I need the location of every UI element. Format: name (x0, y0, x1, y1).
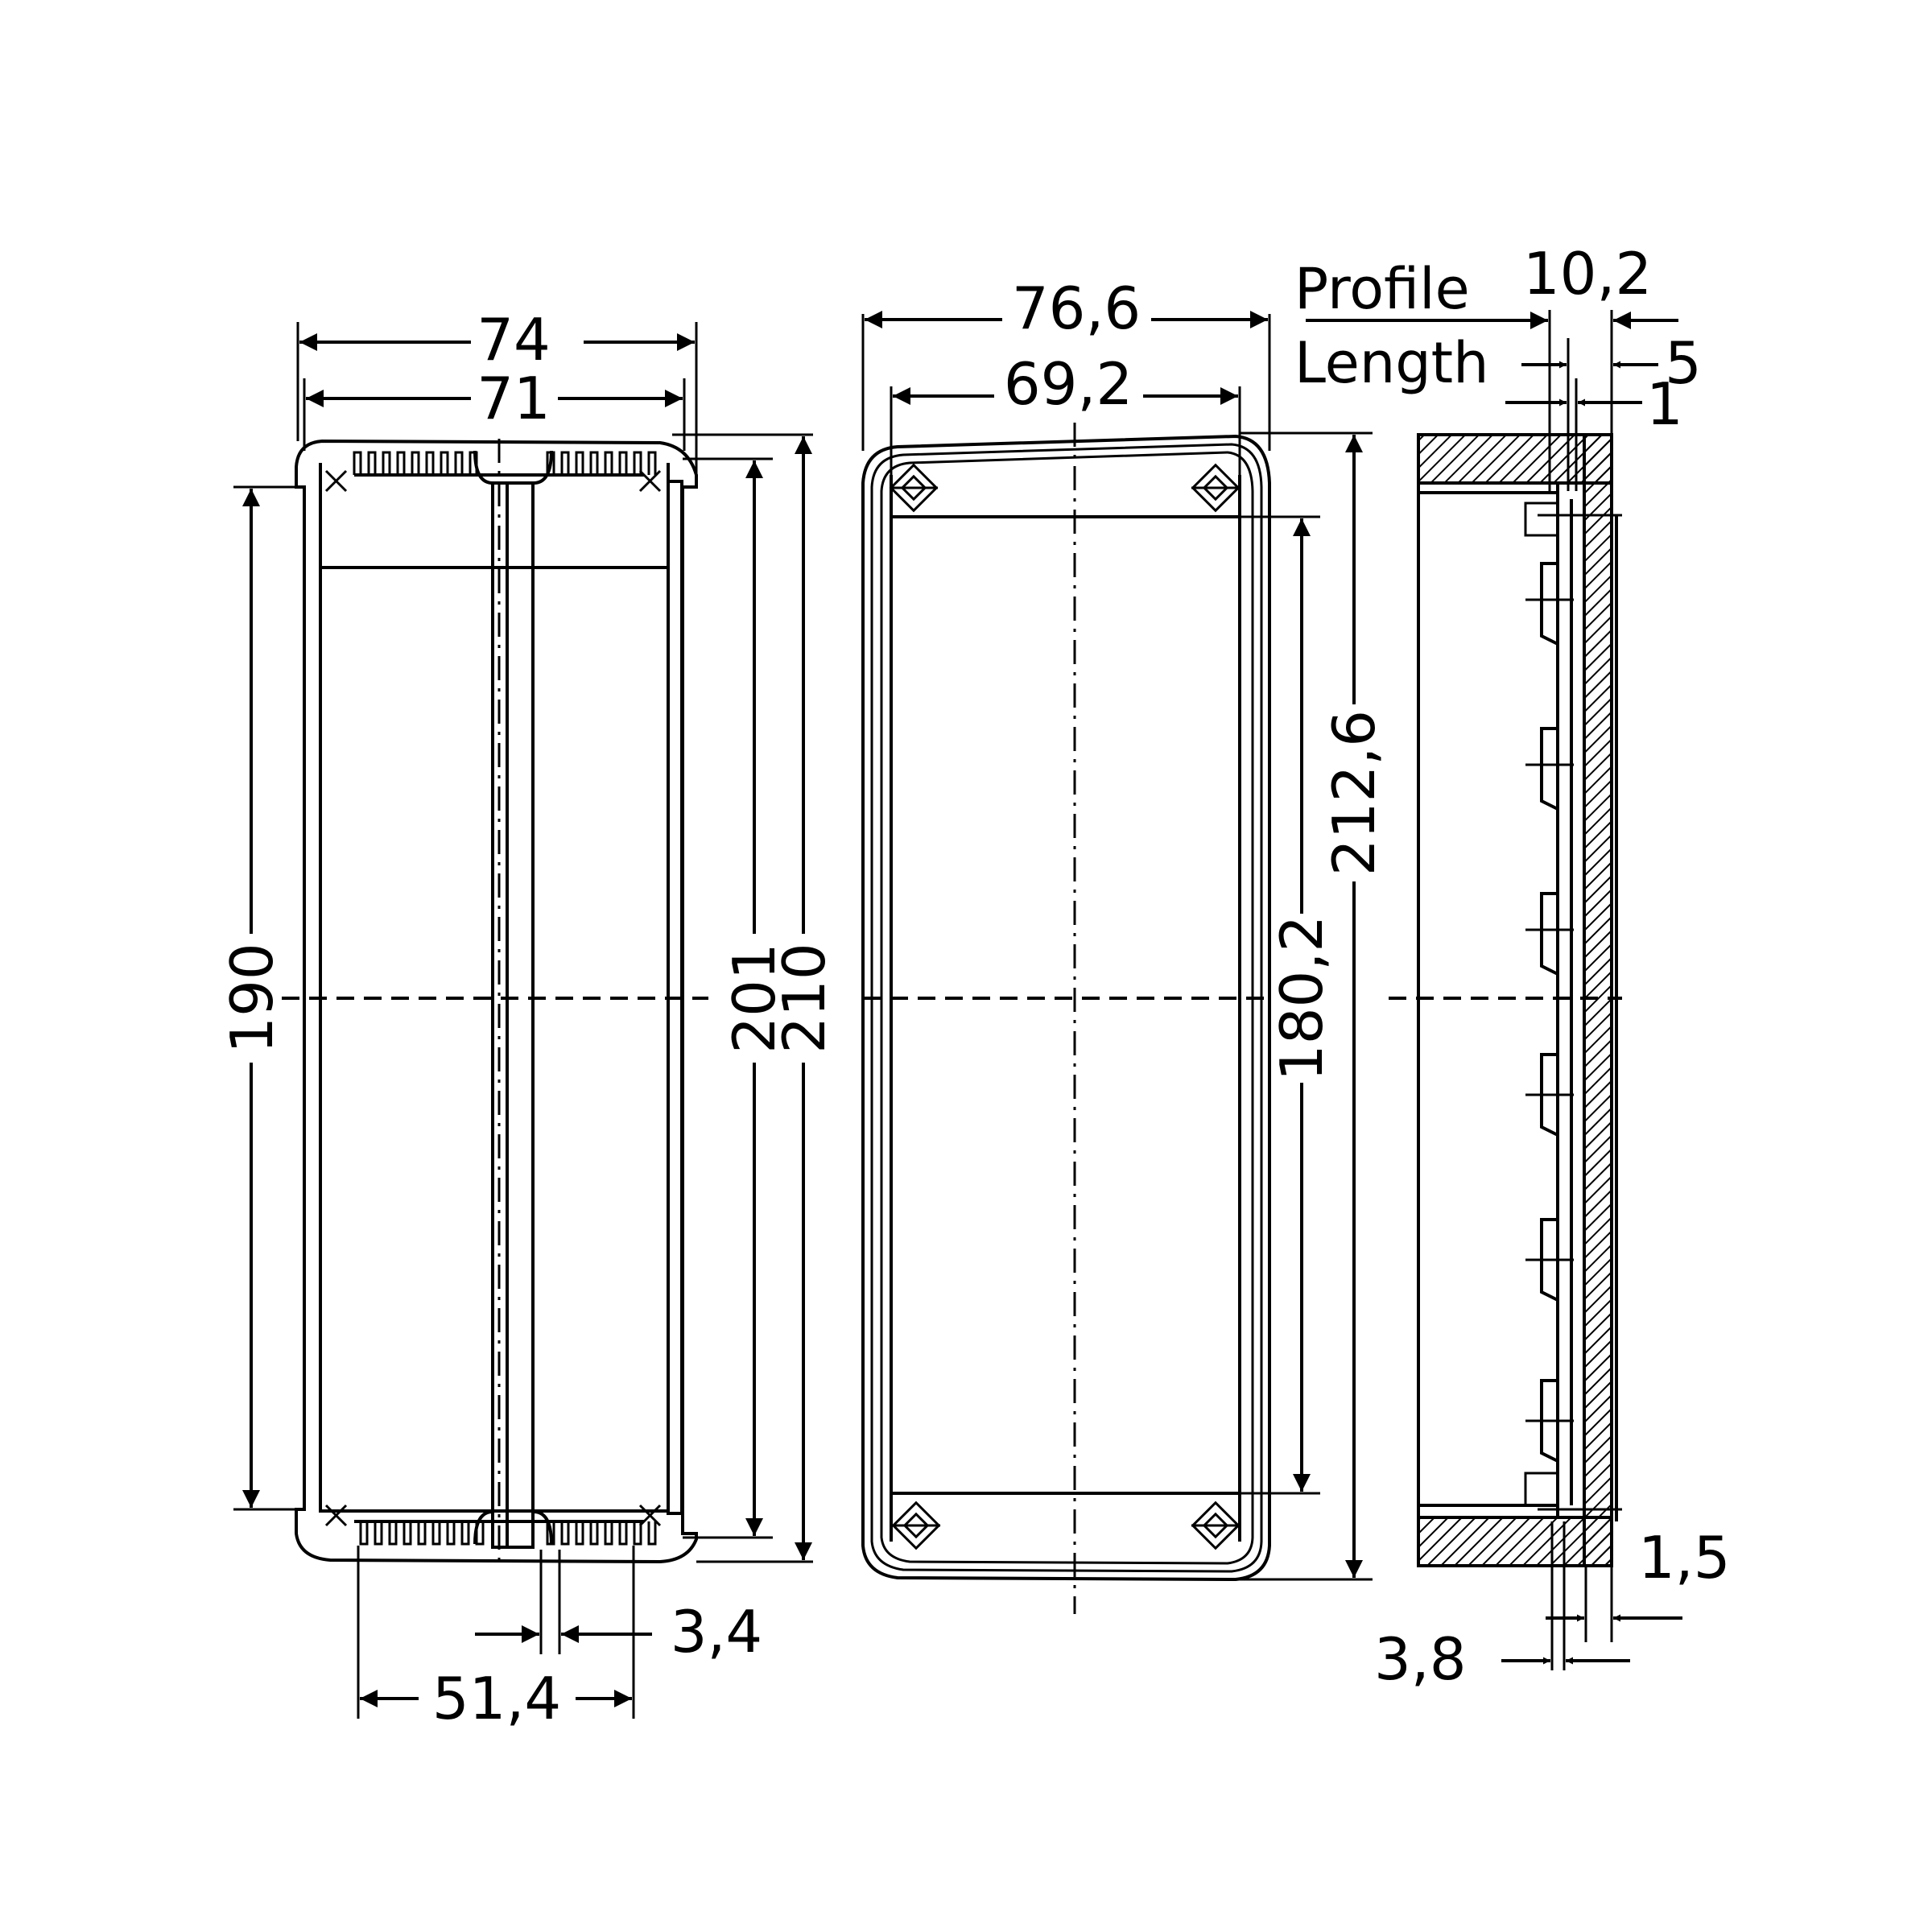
label-length: Length (1294, 330, 1488, 396)
lid-screw-br (1191, 1501, 1241, 1550)
dim-width-51-4: 51,4 (432, 1665, 561, 1732)
profile-view: Profile Length 10,2 5 1 1,5 3,8 (1294, 240, 1731, 1693)
dim-width-74: 74 (477, 306, 551, 374)
dim-profile-5: 5 (1665, 329, 1702, 397)
dim-height-210: 210 (770, 943, 838, 1053)
lid-inner-outline-2 (880, 451, 1254, 1565)
screw-mark-tr (638, 469, 662, 493)
dim-profile-1-5: 1,5 (1638, 1524, 1731, 1591)
center-rib (491, 481, 535, 1549)
dim-height-180-2: 180,2 (1268, 915, 1335, 1081)
dim-profile-1: 1 (1646, 370, 1683, 438)
lid-outer-outline (861, 434, 1271, 1582)
dim-height-190: 190 (218, 943, 286, 1053)
lid-screw-tl (889, 463, 939, 513)
dim-height-201: 201 (720, 943, 788, 1053)
dim-height-212-6: 212,6 (1320, 710, 1388, 876)
dim-width-69-2: 69,2 (1004, 350, 1133, 418)
housing-outline (295, 439, 698, 1564)
lid-screw-bl (891, 1501, 941, 1550)
front-view: 74 71 190 201 210 3,4 51,4 (218, 306, 838, 1732)
dim-width-76-6: 76,6 (1012, 275, 1141, 342)
screw-mark-br (638, 1504, 662, 1527)
label-profile: Profile (1294, 256, 1470, 322)
dim-profile-3-8: 3,8 (1374, 1625, 1467, 1693)
lid-window (890, 515, 1241, 1495)
lid-inner-outline-1 (870, 443, 1263, 1573)
profile-top-cap (1417, 433, 1613, 485)
profile-wall (1583, 433, 1613, 1567)
profile-clips (1540, 562, 1558, 1463)
top-comb-ribs (353, 451, 657, 475)
screw-mark-tl (324, 469, 348, 493)
lid-view: 76,6 69,2 212,6 180,2 (861, 275, 1388, 1614)
dim-profile-10-2: 10,2 (1523, 240, 1652, 308)
lid-screw-tr (1191, 463, 1241, 513)
dim-slot-3-4: 3,4 (671, 1598, 763, 1666)
dim-width-71: 71 (477, 365, 551, 432)
screw-mark-bl (324, 1504, 348, 1527)
